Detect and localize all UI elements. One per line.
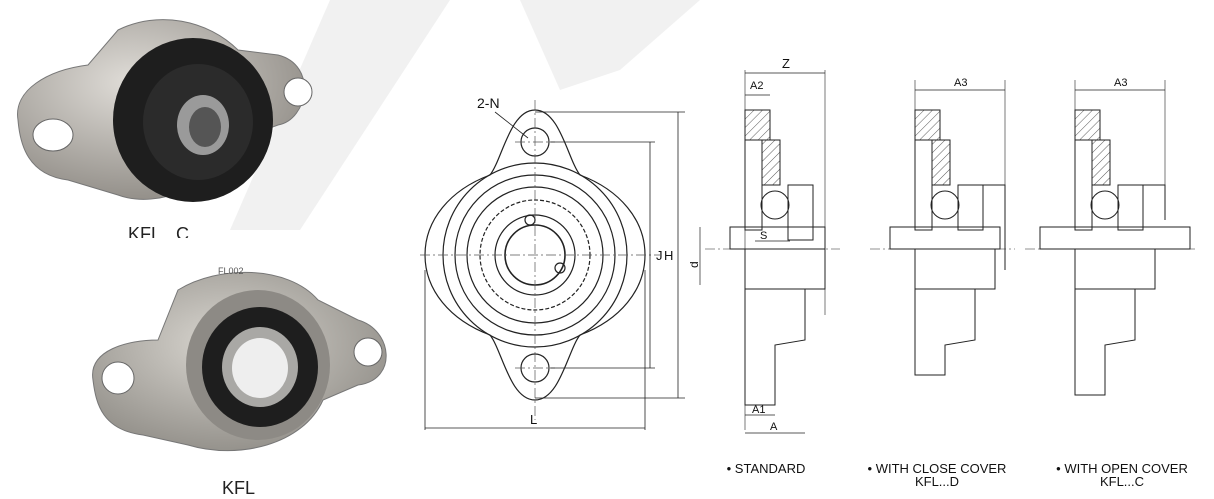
product-caption-kfl-c: KFL...C	[128, 224, 190, 238]
caption-open-cover-line1: • WITH OPEN COVER	[1056, 461, 1188, 476]
caption-standard: • STANDARD	[712, 462, 820, 475]
label-a3-b: A3	[1114, 77, 1127, 89]
label-a: A	[770, 421, 778, 433]
product-photo-kfl-c	[17, 19, 313, 202]
section-open-cover	[1025, 80, 1195, 396]
caption-open-cover-line2: KFL...C	[1099, 474, 1145, 489]
label-2-n: 2-N	[477, 95, 500, 111]
caption-close-cover-line1: • WITH CLOSE COVER	[867, 461, 1007, 476]
label-l: L	[530, 412, 537, 427]
section-views-drawing: Z A2 d S A1 A A3 A3	[690, 56, 1195, 434]
label-a3: A3	[954, 77, 967, 89]
caption-close-cover-line2: KFL...D	[914, 474, 960, 489]
label-d: d	[690, 261, 701, 268]
section-close-cover	[870, 80, 1015, 376]
label-a2: A2	[750, 80, 763, 92]
label-z: Z	[782, 56, 790, 71]
caption-close-cover: • WITH CLOSE COVER KFL...D	[842, 462, 1032, 488]
front-view-drawing: 2-N J H L	[420, 95, 685, 430]
label-h: H	[664, 248, 673, 263]
product-caption-kfl: KFL	[222, 478, 256, 498]
section-standard	[699, 70, 840, 434]
label-j: J	[656, 248, 663, 263]
label-s: S	[760, 230, 767, 242]
caption-open-cover: • WITH OPEN COVER KFL...C	[1036, 462, 1208, 488]
housing-marking: FL002	[218, 266, 244, 276]
label-a1: A1	[752, 404, 765, 416]
caption-standard-line1: • STANDARD	[726, 461, 806, 476]
product-photo-kfl: FL002	[92, 266, 387, 452]
